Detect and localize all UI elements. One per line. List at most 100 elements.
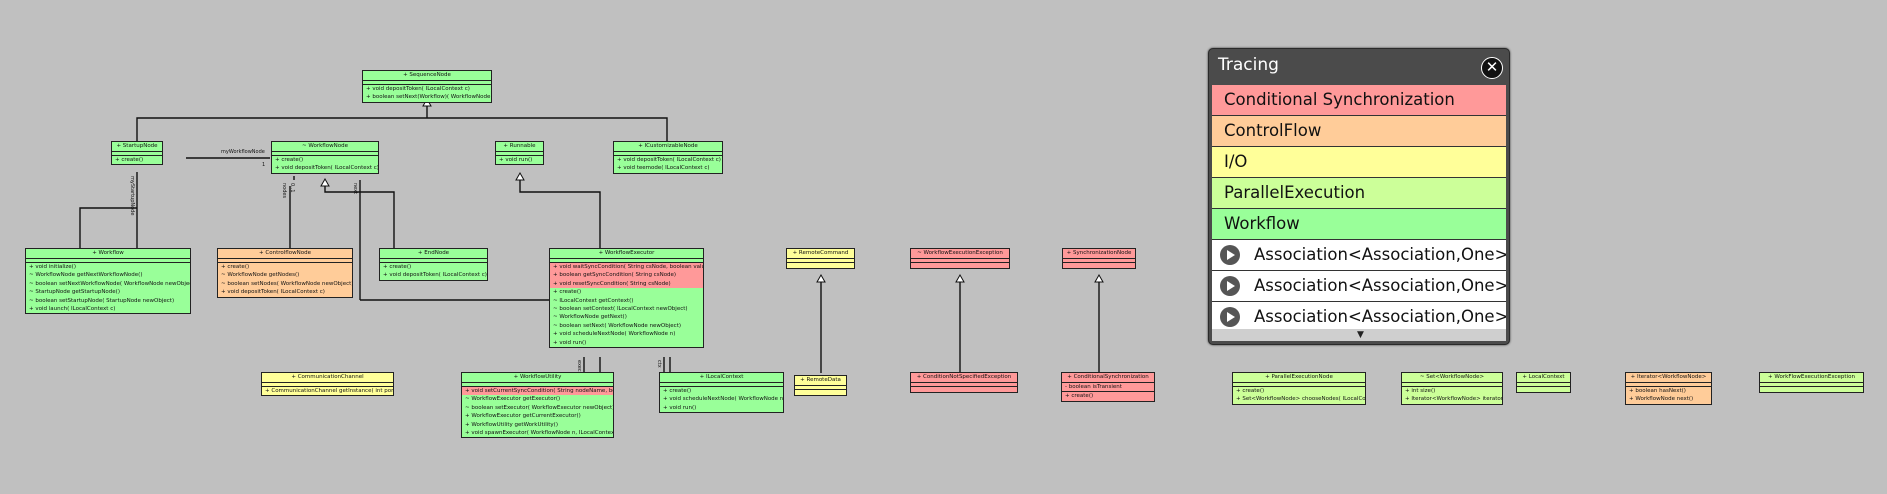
class-syncnode[interactable]: + SynchronizationNode [1062, 248, 1136, 269]
class-operations: + create() [112, 156, 162, 164]
class-setwf[interactable]: ~ Set<WorkflowNode>+ int size()+ Iterato… [1401, 372, 1503, 405]
class-ilocal[interactable]: + ILocalContext+ create()+ void schedule… [659, 372, 784, 414]
operation-row: + void initialize() [29, 264, 76, 270]
operation-row: ~ boolean setNodes( WorkflowNode newObje… [221, 280, 352, 287]
operation-row: + create() [1236, 388, 1265, 394]
class-attributes [380, 259, 487, 263]
label-nodes: nodes [281, 183, 287, 199]
class-operations: + void waitSyncCondition( String csNode,… [550, 263, 703, 347]
operation-row: + int size() [1405, 388, 1436, 394]
operation-row: ~ boolean setNextWorkflowNode( WorkflowN… [29, 280, 190, 287]
class-attributes [112, 152, 162, 156]
class-attributes [262, 383, 393, 387]
tracing-category-item[interactable]: I/O [1212, 147, 1506, 178]
label-my-workflow-node: myWorkflowNode [221, 149, 265, 155]
class-iterwf[interactable]: + Iterator<WorkflowNode> + boolean hasNex… [1625, 372, 1712, 405]
class-runnable[interactable]: + Runnable+ void run() [495, 141, 544, 166]
class-operations: + void depositToken( ILocalContext c)+ b… [363, 85, 491, 102]
tracing-association-item[interactable]: Association<Association,One> [1212, 302, 1506, 333]
tracing-category-item[interactable]: ControlFlow [1212, 116, 1506, 147]
class-attributes [911, 383, 1017, 387]
class-name: + Runnable [496, 142, 543, 152]
class-attributes: - boolean isTransient [1062, 383, 1154, 393]
class-operations: + boolean hasNext()+ WorkflowNode next() [1626, 387, 1711, 404]
class-workflownode[interactable]: ~ WorkflowNode+ create()+ void depositTo… [271, 141, 379, 174]
class-name: + SequenceNode [363, 71, 491, 81]
label-next: next [352, 183, 358, 195]
scroll-down-icon[interactable]: ▼ [1357, 330, 1364, 340]
class-commch[interactable]: + CommunicationChannel+ CommunicationCha… [261, 372, 394, 397]
class-wfexecexc[interactable]: + WorkFlowExecutionException [1759, 372, 1864, 393]
close-icon[interactable]: ✕ [1481, 57, 1503, 79]
class-attributes [1760, 383, 1863, 387]
operation-row: + void setCurrentSyncCondition( String n… [462, 387, 613, 396]
class-operations [787, 263, 854, 268]
class-operations: + create() [1062, 392, 1154, 400]
class-name: + WorkflowExecutor [550, 249, 703, 259]
class-remotedata[interactable]: + RemoteData [794, 375, 847, 396]
class-operations [911, 387, 1017, 392]
class-sequence[interactable]: + SequenceNode + void depositToken( ILoca… [362, 70, 492, 103]
class-name: + WorkFlowExecutionException [1760, 373, 1863, 383]
association-label: Association<Association,One> [1254, 276, 1506, 295]
operation-row: ~ boolean setExecutor( WorkflowExecutor … [465, 404, 613, 411]
class-executor[interactable]: + WorkflowExecutor + void waitSyncConditi… [549, 248, 704, 349]
operation-row: ~ boolean setStartupNode( StartupNode ne… [29, 297, 175, 304]
class-localctx[interactable]: + LocalContext [1516, 372, 1571, 393]
class-name: + LocalContext [1517, 373, 1570, 383]
class-workflow[interactable]: + Workflow+ void initialize()~ WorkflowN… [25, 248, 191, 315]
play-icon[interactable] [1220, 275, 1240, 296]
class-operations [1517, 387, 1570, 392]
class-endnode[interactable]: + EndNode+ create()+ void depositToken( … [379, 248, 488, 281]
operation-row: + WorkflowUtility getWorkUtility() [465, 421, 558, 428]
gen-to-workflownode [289, 186, 395, 248]
assoc-executor-util [583, 357, 601, 372]
class-parexec[interactable]: + ParallelExecutionNode+ create()+ Set<W… [1232, 372, 1366, 405]
operation-row: + CommunicationChannel getInstance( int … [265, 388, 393, 394]
play-icon[interactable] [1220, 244, 1240, 265]
class-name: + Iterator<WorkflowNode> [1626, 373, 1711, 383]
class-name: + ICustomizableNode [614, 142, 722, 152]
operation-row: + WorkflowExecutor getCurrentExecutor() [465, 413, 581, 420]
assoc-workflow-startup [79, 172, 138, 248]
gen-to-runnable [519, 174, 601, 248]
operation-row: ~ StartupNode getStartupNode() [29, 289, 120, 296]
tracing-scrollbar[interactable]: ▼ [1212, 329, 1506, 341]
class-attributes [660, 383, 783, 387]
class-name: + ConditionalSynchronization [1062, 373, 1154, 383]
class-attributes [272, 152, 378, 156]
tracing-association-item[interactable]: Association<Association,One> [1212, 240, 1506, 271]
class-wfexc[interactable]: ~ WorkflowExecutionException [910, 248, 1010, 269]
tracing-category-item[interactable]: Workflow [1212, 209, 1506, 240]
class-attributes [614, 152, 722, 156]
class-startup[interactable]: + StartupNode+ create() [111, 141, 163, 166]
class-icust[interactable]: + ICustomizableNode+ void depositToken( … [613, 141, 723, 174]
tracing-category-item[interactable]: ParallelExecution [1212, 178, 1506, 209]
operation-row: + create() [221, 264, 250, 270]
play-icon[interactable] [1220, 306, 1240, 327]
class-wfutil[interactable]: + WorkflowUtility+ void setCurrentSyncCo… [461, 372, 614, 439]
operation-row: ~ boolean setNext( WorkflowNode newObjec… [553, 322, 681, 329]
operation-row: + create() [663, 388, 692, 394]
class-remote[interactable]: + RemoteCommand [786, 248, 855, 269]
operation-row: + Iterator<WorkflowNode> iterator() [1405, 396, 1502, 403]
class-attributes [496, 152, 543, 156]
class-operations [1063, 263, 1135, 268]
tracing-association-item[interactable]: Association<Association,One> [1212, 271, 1506, 302]
operation-row: + void scheduleNextNode( WorkflowNode n) [553, 331, 676, 338]
class-attributes [1626, 383, 1711, 387]
operation-row: + boolean getSyncCondition( String csNod… [550, 271, 703, 280]
class-attributes [787, 259, 854, 263]
class-name: + ConditionNotSpecifiedException [911, 373, 1017, 383]
class-name: + EndNode [380, 249, 487, 259]
tracing-category-item[interactable]: Conditional Synchronization [1212, 85, 1506, 116]
operation-row: + create() [275, 157, 304, 163]
class-operations: + create()+ void depositToken( ILocalCon… [272, 156, 378, 173]
assoc-executor-context [663, 357, 671, 372]
class-condnotspec[interactable]: + ConditionNotSpecifiedException [910, 372, 1018, 393]
class-name: + ControlflowNode [218, 249, 352, 259]
class-condsync[interactable]: + ConditionalSynchronization- boolean is… [1061, 372, 1155, 402]
class-controlflow[interactable]: + ControlflowNode+ create()~ WorkflowNod… [217, 248, 353, 298]
